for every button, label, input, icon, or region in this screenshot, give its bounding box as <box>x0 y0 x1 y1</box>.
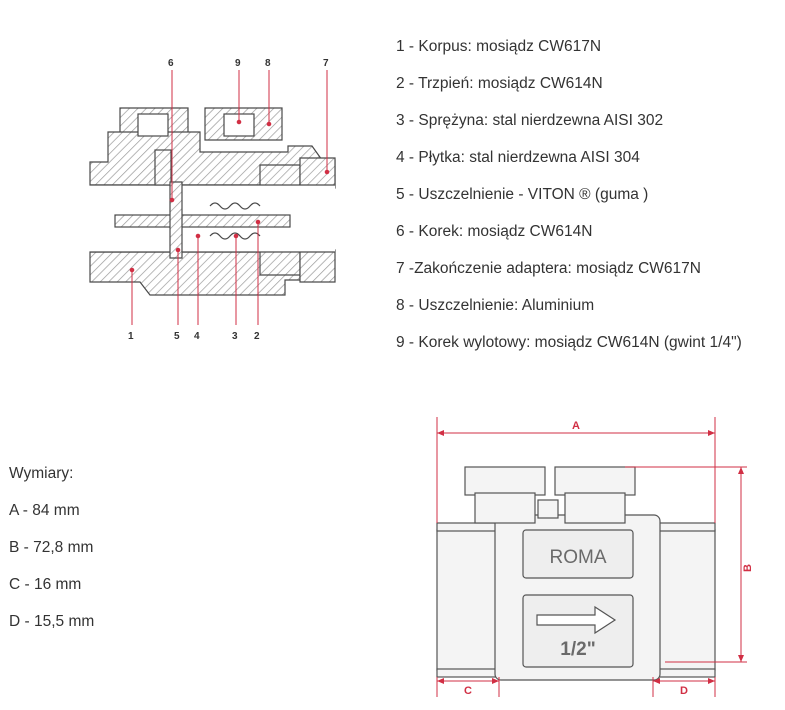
legend-item: 1 - Korpus: mosiądz CW617N <box>396 38 602 55</box>
legend-item: 5 - Uszczelnienie - VITON ® (guma ) <box>396 186 649 203</box>
legend-item: 8 - Uszczelnienie: Aluminium <box>396 297 595 314</box>
callout-label: 4 <box>194 331 200 342</box>
dim-label-a: A <box>572 420 580 432</box>
materials-legend: 1 - Korpus: mosiądz CW617N 2 - Trzpień: … <box>396 36 742 369</box>
valve-dimension-view: ROMA 1/2" A B C D <box>436 417 754 697</box>
dimension-item: C - 16 mm <box>9 576 82 593</box>
legend-item: 4 - Płytka: stal nierdzewna AISI 304 <box>396 149 640 166</box>
legend-item: 2 - Trzpień: mosiądz CW614N <box>396 75 603 92</box>
dim-label-d: D <box>680 685 688 697</box>
brand-label: ROMA <box>550 547 607 568</box>
dimensions-list: Wymiary: A - 84 mm B - 72,8 mm C - 16 mm… <box>9 463 94 648</box>
dimension-item: A - 84 mm <box>9 502 80 519</box>
legend-item: 7 -Zakończenie adaptera: mosiądz CW617N <box>396 260 701 277</box>
legend-item: 3 - Sprężyna: stal nierdzewna AISI 302 <box>396 112 664 129</box>
dimension-item: B - 72,8 mm <box>9 539 94 556</box>
dimensions-heading: Wymiary: <box>9 465 74 482</box>
legend-item: 9 - Korek wylotowy: mosiądz CW614N (gwin… <box>396 334 742 351</box>
callout-label: 1 <box>128 331 134 342</box>
callout-label: 6 <box>168 58 174 69</box>
dim-label-b: B <box>742 564 754 572</box>
callout-label: 7 <box>323 58 329 69</box>
dimension-item: D - 15,5 mm <box>9 613 95 630</box>
callout-label: 3 <box>232 331 238 342</box>
size-label: 1/2" <box>560 639 595 660</box>
callout-label: 2 <box>254 331 260 342</box>
dim-label-c: C <box>464 685 472 697</box>
callout-label: 9 <box>235 58 241 69</box>
callout-label: 5 <box>174 331 180 342</box>
legend-item: 6 - Korek: mosiądz CW614N <box>396 223 593 240</box>
valve-cross-section: 6 9 8 7 1 5 4 3 2 <box>89 58 336 342</box>
callout-label: 8 <box>265 58 271 69</box>
